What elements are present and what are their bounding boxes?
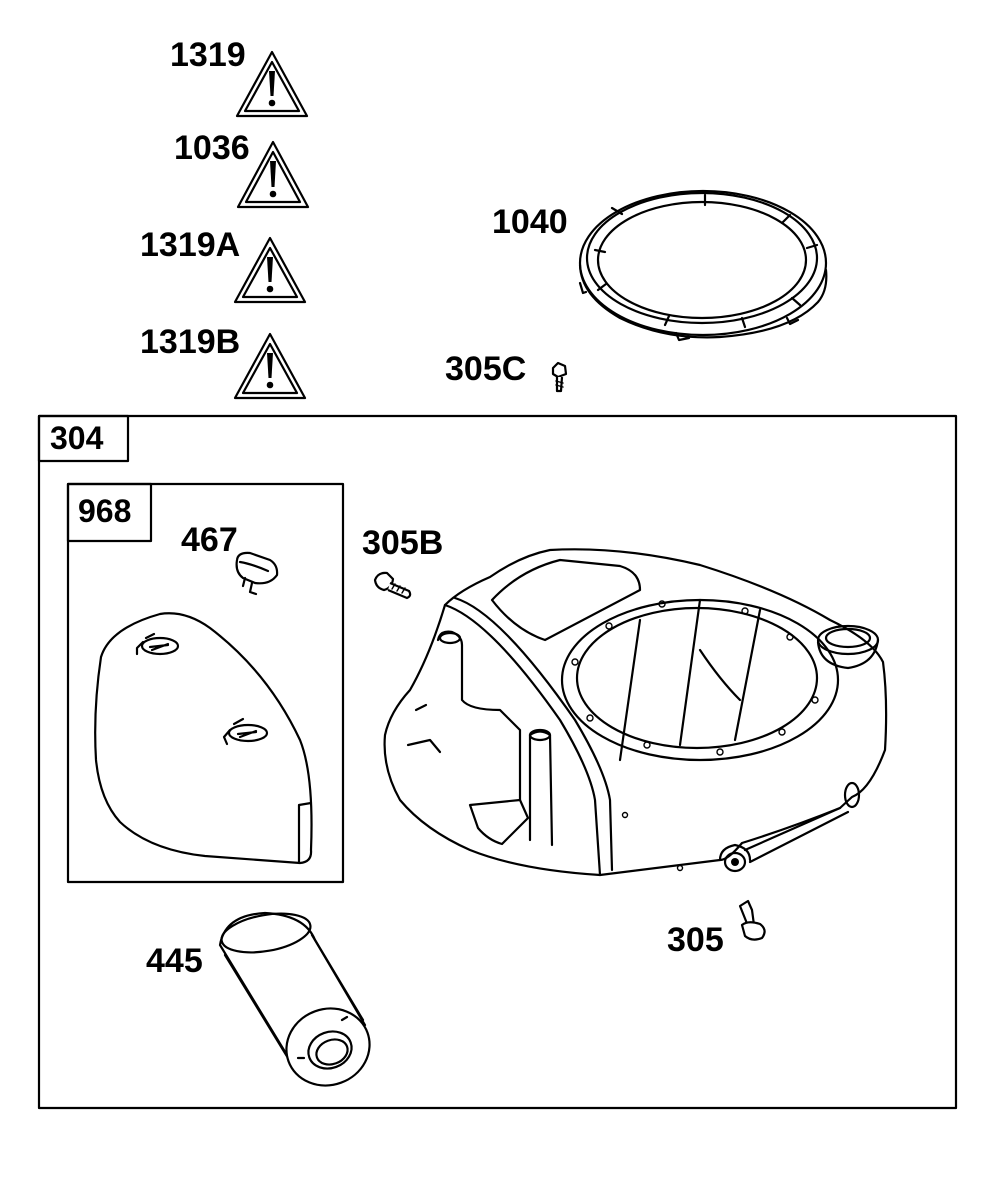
cover-part-968 bbox=[94, 612, 313, 865]
warning-triangle-icon bbox=[233, 332, 307, 400]
assembly-frame-304 bbox=[37, 414, 958, 1110]
part-label-305: 305 bbox=[667, 921, 724, 959]
part-label-445: 445 bbox=[146, 942, 203, 980]
assembly-label-304: 304 bbox=[50, 420, 104, 456]
warning-triangle-icon bbox=[235, 50, 309, 118]
ring-part-1040 bbox=[578, 189, 828, 342]
warning-label-1319a: 1319A bbox=[140, 226, 241, 264]
clip-part-467 bbox=[235, 551, 279, 596]
screw-part-305c bbox=[551, 361, 568, 393]
filter-part-445 bbox=[218, 911, 371, 1087]
warning-label-1036: 1036 bbox=[174, 129, 250, 167]
kit-label-box-968 bbox=[66, 482, 153, 543]
warning-label-1319b: 1319B bbox=[140, 323, 241, 361]
warning-triangle-icon bbox=[233, 236, 307, 304]
bolt-part-305b bbox=[373, 571, 412, 600]
part-label-1040: 1040 bbox=[492, 203, 568, 241]
kit-frame-968 bbox=[66, 482, 345, 884]
warning-triangle-icon bbox=[236, 140, 310, 209]
warning-label-1319: 1319 bbox=[170, 36, 246, 74]
assembly-label-box-304 bbox=[37, 414, 130, 463]
blower-housing-part bbox=[383, 548, 888, 877]
part-label-305b: 305B bbox=[362, 524, 444, 562]
part-label-305c: 305C bbox=[445, 350, 527, 388]
bolt-part-305 bbox=[738, 899, 766, 941]
part-label-467: 467 bbox=[181, 521, 238, 559]
kit-label-968: 968 bbox=[78, 493, 132, 529]
